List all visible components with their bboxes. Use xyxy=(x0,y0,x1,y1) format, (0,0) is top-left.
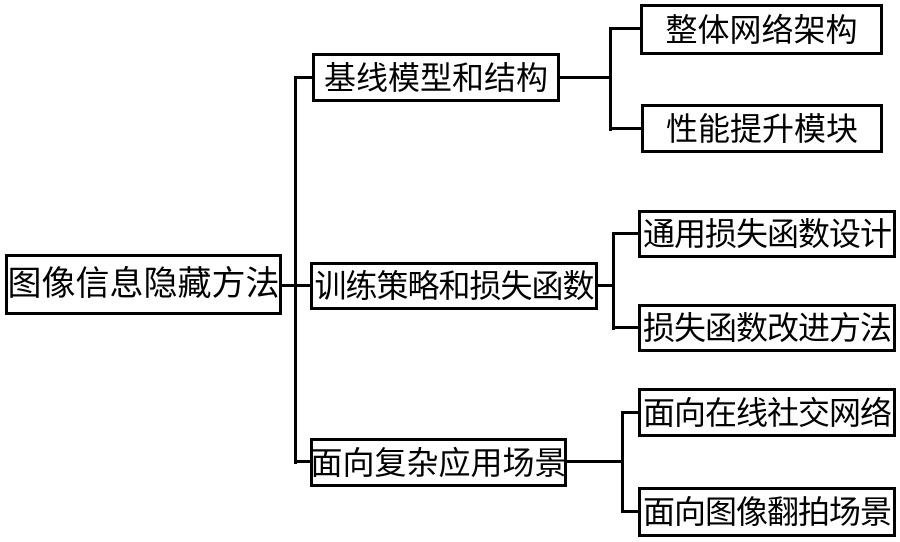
connector-group2-horizontal xyxy=(598,284,615,287)
leaf-node-label: 通用损失函数设计 xyxy=(642,216,892,252)
connector-group3-vertical xyxy=(621,411,624,513)
connector-group2-vertical xyxy=(612,232,615,330)
root-node-label: 图像信息隐藏方法 xyxy=(7,265,280,303)
leaf-node-general-loss: 通用损失函数设计 xyxy=(638,210,896,258)
branch-node-baseline-model: 基线模型和结构 xyxy=(312,53,560,102)
connector-group3-horizontal xyxy=(567,460,624,463)
connector-group1-vertical xyxy=(609,27,612,131)
leaf-node-social-network: 面向在线社交网络 xyxy=(638,388,896,437)
branch-node-training-loss: 训练策略和损失函数 xyxy=(310,262,598,310)
connector-branch3-stub xyxy=(296,460,310,463)
connector-leaf3-stub xyxy=(612,232,638,235)
connector-trunk-vertical xyxy=(294,76,297,464)
leaf-node-performance-module: 性能提升模块 xyxy=(641,104,883,153)
connector-leaf6-stub xyxy=(621,510,638,513)
branch-node-label: 基线模型和结构 xyxy=(323,59,548,96)
connector-leaf2-stub xyxy=(609,127,641,130)
connector-leaf5-stub xyxy=(621,411,638,414)
leaf-node-label: 面向图像翻拍场景 xyxy=(642,494,892,530)
branch-node-complex-application: 面向复杂应用场景 xyxy=(310,438,567,487)
leaf-node-label: 整体网络架构 xyxy=(665,11,858,48)
connector-leaf4-stub xyxy=(612,326,638,329)
branch-node-label: 面向复杂应用场景 xyxy=(310,444,567,481)
leaf-node-label: 面向在线社交网络 xyxy=(642,394,892,431)
branch-node-label: 训练策略和损失函数 xyxy=(314,268,594,304)
leaf-node-label: 性能提升模块 xyxy=(665,110,858,147)
connector-branch1-stub xyxy=(296,76,312,79)
leaf-node-label: 损失函数改进方法 xyxy=(642,310,892,346)
connector-group1-horizontal xyxy=(560,76,611,79)
connector-leaf1-stub xyxy=(609,27,640,30)
leaf-node-improved-loss: 损失函数改进方法 xyxy=(638,304,896,352)
root-node: 图像信息隐藏方法 xyxy=(5,254,282,315)
leaf-node-overall-network: 整体网络架构 xyxy=(640,4,883,55)
leaf-node-recapture-scene: 面向图像翻拍场景 xyxy=(638,487,896,537)
